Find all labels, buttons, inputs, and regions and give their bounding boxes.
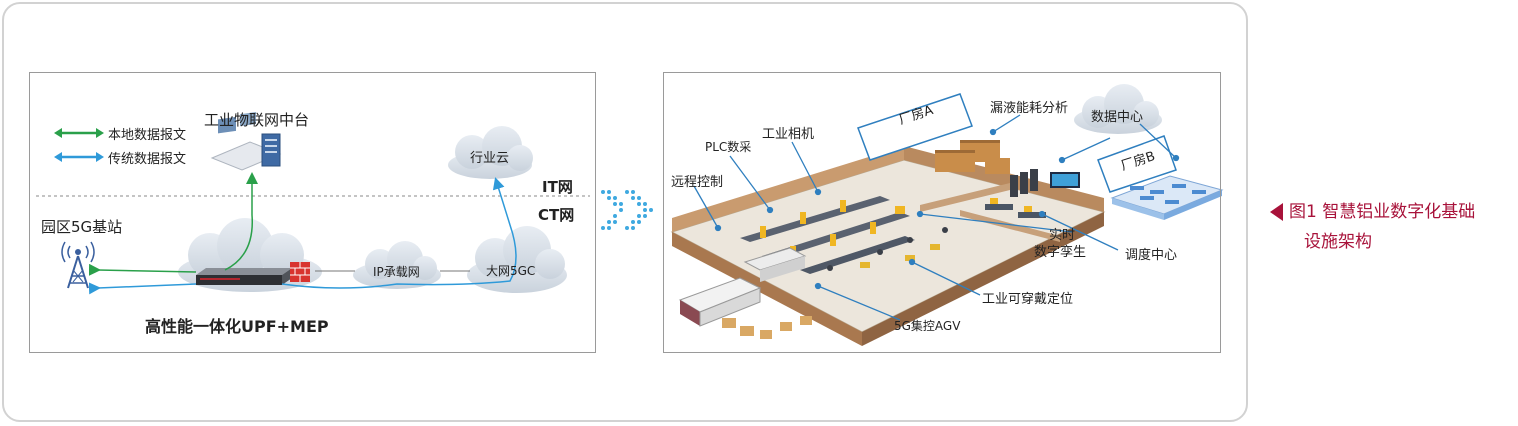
- iot-platform-server-icon: [210, 112, 282, 171]
- ip-network-cloud-icon: [353, 241, 441, 289]
- legend-local-label: 本地数据报文: [108, 128, 187, 143]
- it-network-label: IT网: [542, 178, 573, 196]
- ip-network-label: IP承载网: [373, 265, 420, 279]
- core-5gc-cloud-icon: [467, 226, 567, 293]
- upf-server-icon: [196, 268, 292, 285]
- digital-twin-label-line2: 数字孪生: [1034, 245, 1087, 260]
- firewall-icon: [290, 262, 310, 282]
- factory-b-label-frame: [1097, 135, 1177, 193]
- figure-frame: [2, 2, 1248, 422]
- factory-a-label-frame: [857, 93, 973, 161]
- figure-caption-line2: 设施架构: [1304, 232, 1372, 252]
- flow-chevron-arrow: [601, 190, 653, 230]
- callout-lines: [693, 114, 1180, 321]
- core-5gc-label: 大网5GC: [486, 264, 536, 278]
- base-station-icon: [61, 241, 95, 289]
- data-center-label: 数据中心: [1091, 110, 1144, 125]
- dispatch-center-label: 调度中心: [1125, 248, 1178, 263]
- agv-control-label: 5G集控AGV: [894, 319, 961, 333]
- digital-twin-label-line1: 实时: [1049, 228, 1076, 243]
- legend-traditional-arrow: [54, 152, 104, 162]
- caption-marker-icon: [1270, 203, 1283, 221]
- figure-caption-line1: 图1 智慧铝业数字化基础: [1289, 202, 1476, 222]
- legend-local-arrow: [54, 128, 104, 138]
- industrial-camera-label: 工业相机: [762, 127, 815, 142]
- factory-illustration: [670, 84, 1224, 346]
- wearable-positioning-label: 工业可穿戴定位: [982, 292, 1074, 307]
- remote-control-label: 远程控制: [671, 175, 724, 190]
- smart-factory-panel: [663, 72, 1221, 353]
- base-station-label: 园区5G基站: [41, 218, 123, 236]
- local-data-path: [88, 263, 197, 276]
- legend-traditional-label: 传统数据报文: [108, 152, 187, 167]
- upf-mep-label: 高性能一体化UPF+MEP: [145, 317, 329, 336]
- iot-platform-label: 工业物联网中台: [204, 111, 310, 129]
- ct-network-label: CT网: [538, 206, 575, 224]
- industry-cloud-icon: [448, 126, 533, 179]
- network-architecture-panel: [29, 72, 596, 353]
- industry-cloud-label: 行业云: [470, 151, 510, 166]
- plc-acquisition-label: PLC数采: [705, 140, 752, 154]
- leak-energy-analysis-label: 漏液能耗分析: [990, 101, 1069, 116]
- traditional-data-path: [88, 282, 197, 295]
